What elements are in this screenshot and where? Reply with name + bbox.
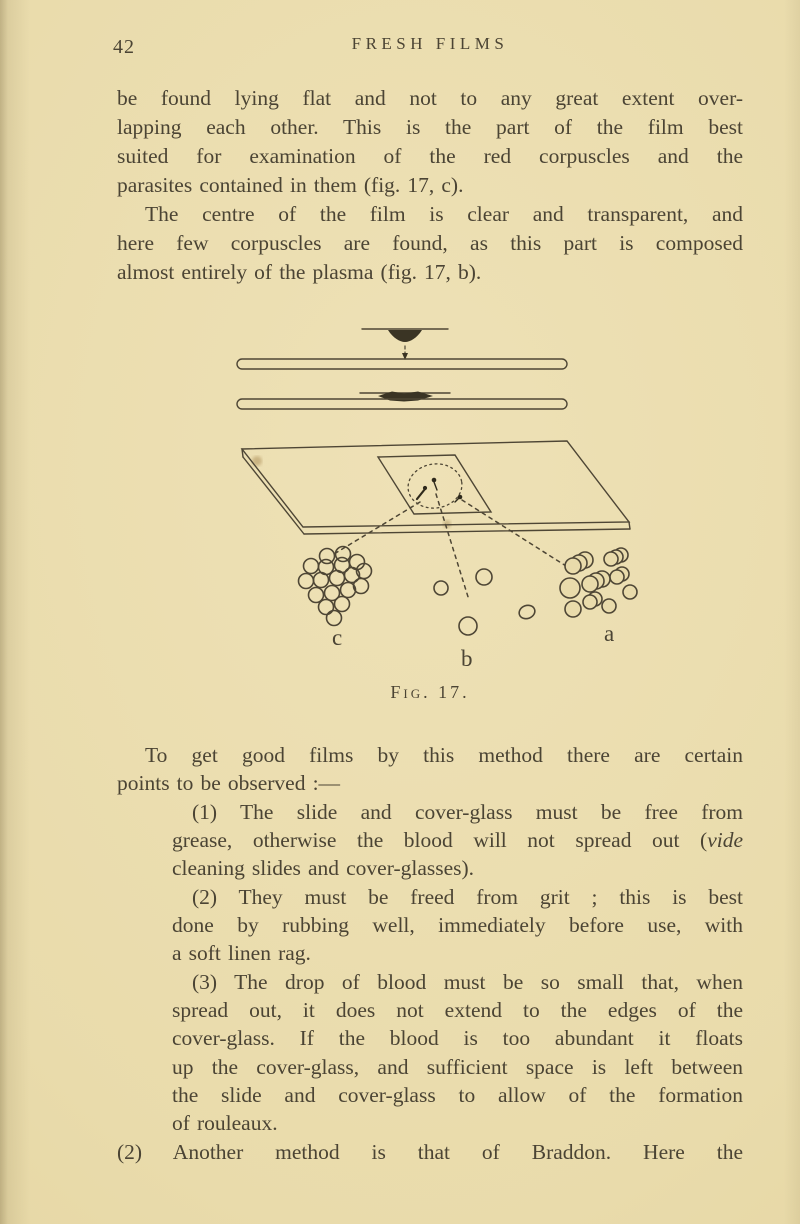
rouleaux-cluster-a — [559, 547, 638, 618]
leader-line-b — [435, 493, 470, 601]
list-item-1-line: grease, otherwise the blood will not spr… — [172, 826, 743, 854]
list-item-2-line: (2) They must be freed from grit ; this … — [192, 884, 743, 909]
paper-stain — [252, 456, 262, 466]
running-title: FRESH FILMS — [351, 34, 509, 53]
text-line: To get good films by this method there a… — [145, 743, 743, 767]
sparse-corpuscles-b — [433, 568, 536, 636]
region-marks — [415, 477, 463, 503]
list-item-2-line: a soft linen rag. — [172, 941, 311, 966]
slide-side-view — [236, 358, 568, 370]
text-line: The centre of the film is clear and tran… — [145, 202, 743, 226]
list-item-3-line: (3) The drop of blood must be so small t… — [192, 969, 743, 994]
list-item-2-line: done by rubbing well, immediately before… — [172, 913, 743, 938]
text-run: grease, otherwise the blood will not spr… — [172, 828, 708, 853]
text-line: (2) Another method is that of Braddon. H… — [117, 1139, 743, 1164]
list-item-3-line: spread out, it does not extend to the ed… — [172, 998, 743, 1023]
leader-lines — [333, 493, 567, 601]
leader-line-c — [333, 501, 421, 555]
slide-perspective-view — [240, 440, 631, 535]
blood-film-outline — [407, 463, 463, 509]
list-item-3-line: of rouleaux. — [172, 1111, 278, 1136]
text-run-italic: vide — [707, 828, 743, 853]
body-paragraphs: To get good films by this method there a… — [117, 741, 743, 1166]
cover-glass-with-blood-drop — [361, 328, 449, 360]
intro-paragraphs: be found lying flat and not to any great… — [117, 84, 743, 287]
list-item-1-line: (1) The slide and cover-glass must be fr… — [192, 799, 743, 824]
text-line: suited for examination of the red corpus… — [117, 144, 743, 168]
cover-glass-on-slide — [376, 454, 493, 515]
page-number: 42 — [113, 36, 135, 58]
prepared-slide-side-view — [236, 391, 568, 410]
figure-label-a: a — [604, 621, 614, 646]
corpuscle-cluster-c — [297, 545, 373, 627]
list-item-1-line: cleaning slides and cover-glasses). — [172, 856, 475, 881]
leader-line-a — [461, 499, 567, 567]
list-item-3-line: the slide and cover-glass to allow of th… — [172, 1083, 743, 1108]
list-item-3-line: cover-glass. If the blood is too abundan… — [172, 1026, 743, 1051]
list-item-3-line: up the cover-glass, and sufficient space… — [172, 1054, 743, 1079]
text-line: parasites contained in them (fig. 17, c)… — [117, 173, 464, 197]
text-line: almost entirely of the plasma (fig. 17, … — [117, 260, 482, 284]
text-line: be found lying flat and not to any great… — [117, 86, 743, 110]
paper-stain — [443, 520, 451, 528]
arrow-down-icon — [402, 353, 408, 360]
text-line: here few corpuscles are found, as this p… — [117, 231, 743, 255]
figure-label-b: b — [461, 646, 473, 671]
figure-caption: Fig. 17. — [390, 682, 470, 702]
figure-label-c: c — [332, 625, 342, 650]
text-line: lapping each other. This is the part of … — [117, 115, 743, 139]
figure-17: c b a — [236, 328, 638, 671]
page-header: 42 FRESH FILMS — [113, 34, 743, 64]
text-line: points to be observed :— — [117, 771, 341, 796]
